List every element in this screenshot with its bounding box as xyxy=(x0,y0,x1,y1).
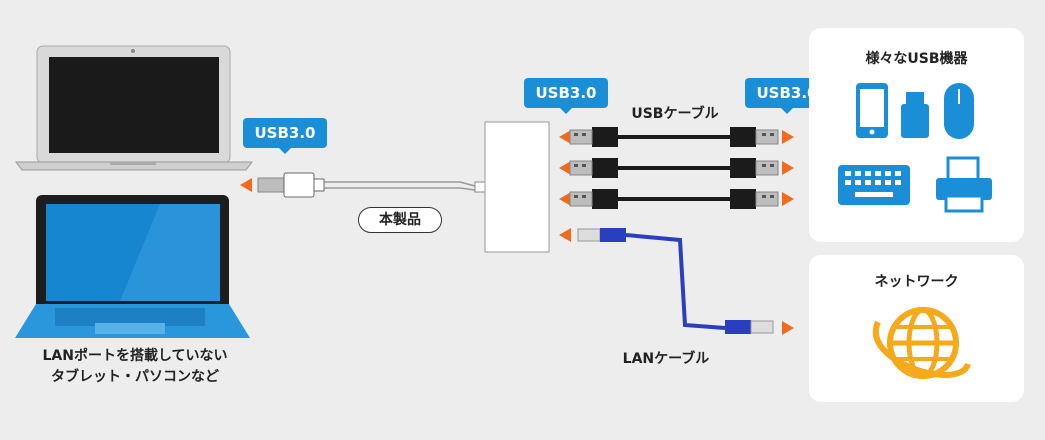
usb-cable-label: USBケーブル xyxy=(631,106,719,122)
laptop-icon xyxy=(15,45,253,171)
network-panel: ネットワーク xyxy=(809,255,1024,402)
pc-caption-line1: LANポートを搭載していない xyxy=(42,348,228,364)
usb3-badge-left: USB3.0 xyxy=(243,118,327,154)
usb-devices-panel: 様々なUSB機器 xyxy=(809,28,1024,242)
tablet-icon xyxy=(15,195,250,338)
product-label: 本製品 xyxy=(358,207,442,233)
lan-cable-label: LANケーブル xyxy=(622,351,710,367)
pc-caption-line2: タブレット・パソコンなど xyxy=(51,369,219,385)
usb3-badge-hub: USB3.0 xyxy=(524,78,608,114)
network-title: ネットワーク xyxy=(874,274,959,290)
hub-body xyxy=(484,121,550,253)
lan-cable xyxy=(559,228,794,335)
usb-devices-title: 様々なUSB機器 xyxy=(865,51,968,67)
usb-cables xyxy=(559,126,794,210)
host-usb-cable xyxy=(240,172,486,198)
